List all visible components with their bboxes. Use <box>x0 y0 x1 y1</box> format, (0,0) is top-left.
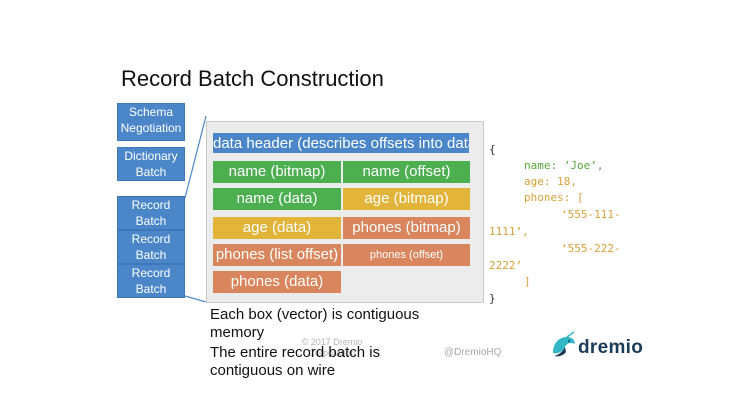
vector-name-data: name (data) <box>213 188 341 210</box>
vector-phones-offset: phones (offset) <box>343 244 470 266</box>
step-record-batch-3: Record Batch <box>117 264 185 298</box>
json-close-brace: } <box>489 292 496 305</box>
vector-age-data: age (data) <box>213 217 341 239</box>
caption-line-1: Each box (vector) is contiguous <box>210 306 420 323</box>
dremio-narwhal-icon <box>553 331 575 357</box>
caption-line-4: contiguous on wire <box>210 362 336 379</box>
step-dictionary-batch: Dictionary Batch <box>117 147 185 181</box>
copyright-line-1: © 2017 Dremio <box>301 337 363 347</box>
json-phone1-part2: 1111’, <box>489 225 529 238</box>
json-phone2-part2: 2222’ <box>489 259 523 272</box>
step-record-batch-1: Record Batch <box>117 196 185 230</box>
json-phone2-part1: ‘555-222- <box>561 242 621 255</box>
step-schema-negotiation: Schema Negotiation <box>117 103 185 141</box>
zoom-connector <box>185 116 207 302</box>
vector-phones-data: phones (data) <box>213 271 341 293</box>
json-age-line: age: 18, <box>524 175 577 188</box>
vector-phones-bitmap: phones (bitmap) <box>343 217 470 239</box>
json-phone1-part1: ‘555-111- <box>561 208 621 221</box>
json-close-bracket: ] <box>524 275 531 288</box>
copyright-text: © 2017 Dremio Corporation <box>300 337 364 359</box>
caption-line-2: memory <box>210 324 265 341</box>
json-phones-line: phones: [ <box>524 191 584 204</box>
vector-data-header: data header (describes offsets into data… <box>213 133 469 153</box>
json-open-brace: { <box>489 143 496 156</box>
copyright-line-2: Corporation <box>308 348 356 358</box>
json-name-line: name: ’Joe’, <box>524 159 604 172</box>
slide-title: Record Batch Construction <box>121 66 384 91</box>
caption-line-3: The entire record batch is <box>210 344 381 361</box>
vector-phones-list-offset: phones (list offset) <box>213 244 341 266</box>
vector-name-offset: name (offset) <box>343 161 470 183</box>
vector-name-bitmap: name (bitmap) <box>213 161 341 183</box>
vector-age-bitmap: age (bitmap) <box>343 188 470 210</box>
twitter-handle: @DremioHQ <box>444 347 502 358</box>
step-record-batch-2: Record Batch <box>117 230 185 264</box>
dremio-logo-text: dremio <box>578 337 644 358</box>
